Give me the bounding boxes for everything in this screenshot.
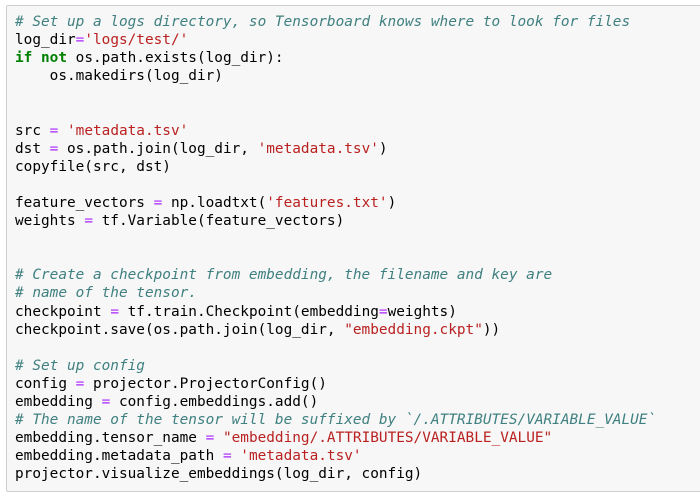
- code-token: projector.ProjectorConfig(): [84, 375, 327, 392]
- operator-token: =: [75, 375, 85, 392]
- code-line: ​: [15, 85, 700, 103]
- operator-token: =: [205, 430, 215, 447]
- code-line: ​: [15, 103, 700, 121]
- operator-token: =: [75, 32, 85, 49]
- code-token: ): [378, 140, 388, 157]
- code-token: weights): [387, 303, 457, 320]
- comment-token: # Set up a logs directory, so Tensorboar…: [15, 14, 631, 30]
- code-token: [232, 448, 241, 464]
- string-token: 'metadata.tsv': [240, 448, 362, 465]
- comment-token: # Create a checkpoint from embedding, th…: [15, 267, 553, 284]
- string-token: "embedding/.ATTRIBUTES/VARIABLE_VALUE": [222, 430, 553, 447]
- code-line: ​: [15, 176, 700, 194]
- keyword-token: if: [15, 50, 33, 67]
- code-line: os.makedirs(log_dir): [15, 67, 700, 85]
- code-token: checkpoint.save(os.path.join(log_dir,: [15, 321, 345, 338]
- code-token: [58, 123, 67, 139]
- code-token: embedding.tensor_name: [15, 430, 206, 447]
- code-token: embedding: [15, 393, 102, 410]
- code-line: feature_vectors = np.loadtxt('features.t…: [15, 194, 700, 212]
- code-line: config = projector.ProjectorConfig(): [15, 375, 700, 393]
- code-line: dst = os.path.join(log_dir, 'metadata.ts…: [15, 140, 700, 158]
- operator-token: =: [153, 194, 163, 211]
- comment-token: # The name of the tensor will be suffixe…: [15, 412, 657, 429]
- string-token: "embedding.ckpt": [344, 321, 483, 338]
- code-line: embedding = config.embeddings.add(): [15, 393, 700, 411]
- code-token: config.embeddings.add(): [110, 393, 319, 410]
- code-token: ): [387, 194, 397, 211]
- operator-token: =: [222, 448, 232, 465]
- code-token: dst: [15, 140, 50, 157]
- code-line: embedding.metadata_path = 'metadata.tsv': [15, 447, 700, 465]
- code-token: [32, 50, 41, 66]
- string-token: 'logs/test/': [84, 32, 189, 49]
- code-token: feature_vectors: [15, 194, 154, 211]
- code-line: if not os.path.exists(log_dir):: [15, 49, 700, 67]
- code-cell[interactable]: # Set up a logs directory, so Tensorboar…: [6, 5, 700, 492]
- string-token: 'metadata.tsv': [257, 140, 379, 157]
- comment-token: # Set up config: [15, 357, 145, 374]
- code-line: checkpoint = tf.train.Checkpoint(embeddi…: [15, 303, 700, 321]
- code-token: embedding.metadata_path: [15, 448, 223, 465]
- code-line: copyfile(src, dst): [15, 158, 700, 176]
- code-token: log_dir: [15, 32, 76, 49]
- code-line: projector.visualize_embeddings(log_dir, …: [15, 465, 700, 483]
- code-token: copyfile(src, dst): [15, 158, 171, 175]
- code-line: # Create a checkpoint from embedding, th…: [15, 266, 700, 284]
- code-editor[interactable]: # Set up a logs directory, so Tensorboar…: [7, 6, 700, 483]
- operator-token: =: [84, 213, 93, 230]
- code-line: log_dir='logs/test/': [15, 31, 700, 49]
- code-line: # Set up config: [15, 357, 700, 375]
- string-token: 'features.txt': [266, 194, 388, 211]
- comment-token: # name of the tensor.: [15, 285, 197, 302]
- code-line: ​: [15, 248, 700, 266]
- code-line: # name of the tensor.: [15, 284, 700, 302]
- operator-token: =: [101, 393, 111, 410]
- code-token: os.path.join(log_dir,: [58, 140, 258, 157]
- code-token: weights: [15, 213, 85, 230]
- code-line: ​: [15, 339, 700, 357]
- code-line: embedding.tensor_name = "embedding/.ATTR…: [15, 429, 700, 447]
- operator-token: =: [49, 122, 59, 139]
- operator-token: =: [49, 140, 59, 157]
- code-line: weights = tf.Variable(feature_vectors): [15, 212, 700, 230]
- code-token: tf.train.Checkpoint(embedding: [118, 303, 379, 320]
- code-token: os.makedirs(log_dir): [15, 68, 223, 85]
- keyword-token: not: [41, 50, 67, 67]
- code-token: config: [15, 375, 76, 392]
- code-line: # Set up a logs directory, so Tensorboar…: [15, 13, 700, 31]
- code-token: np.loadtxt(: [162, 194, 267, 211]
- string-token: 'metadata.tsv': [67, 122, 189, 139]
- code-token: projector.visualize_embeddings(log_dir, …: [15, 466, 423, 483]
- code-line: # The name of the tensor will be suffixe…: [15, 411, 700, 429]
- code-token: src: [15, 122, 50, 139]
- operator-token: =: [110, 303, 119, 320]
- code-line: src = 'metadata.tsv': [15, 122, 700, 140]
- code-token: os.path.exists(log_dir):: [67, 50, 284, 67]
- operator-token: =: [378, 303, 388, 320]
- code-line: ​: [15, 230, 700, 248]
- code-token: checkpoint: [15, 303, 111, 320]
- code-token: tf.Variable(feature_vectors): [92, 213, 345, 230]
- code-token: )): [482, 321, 501, 338]
- code-token: [214, 430, 223, 446]
- code-line: checkpoint.save(os.path.join(log_dir, "e…: [15, 321, 700, 339]
